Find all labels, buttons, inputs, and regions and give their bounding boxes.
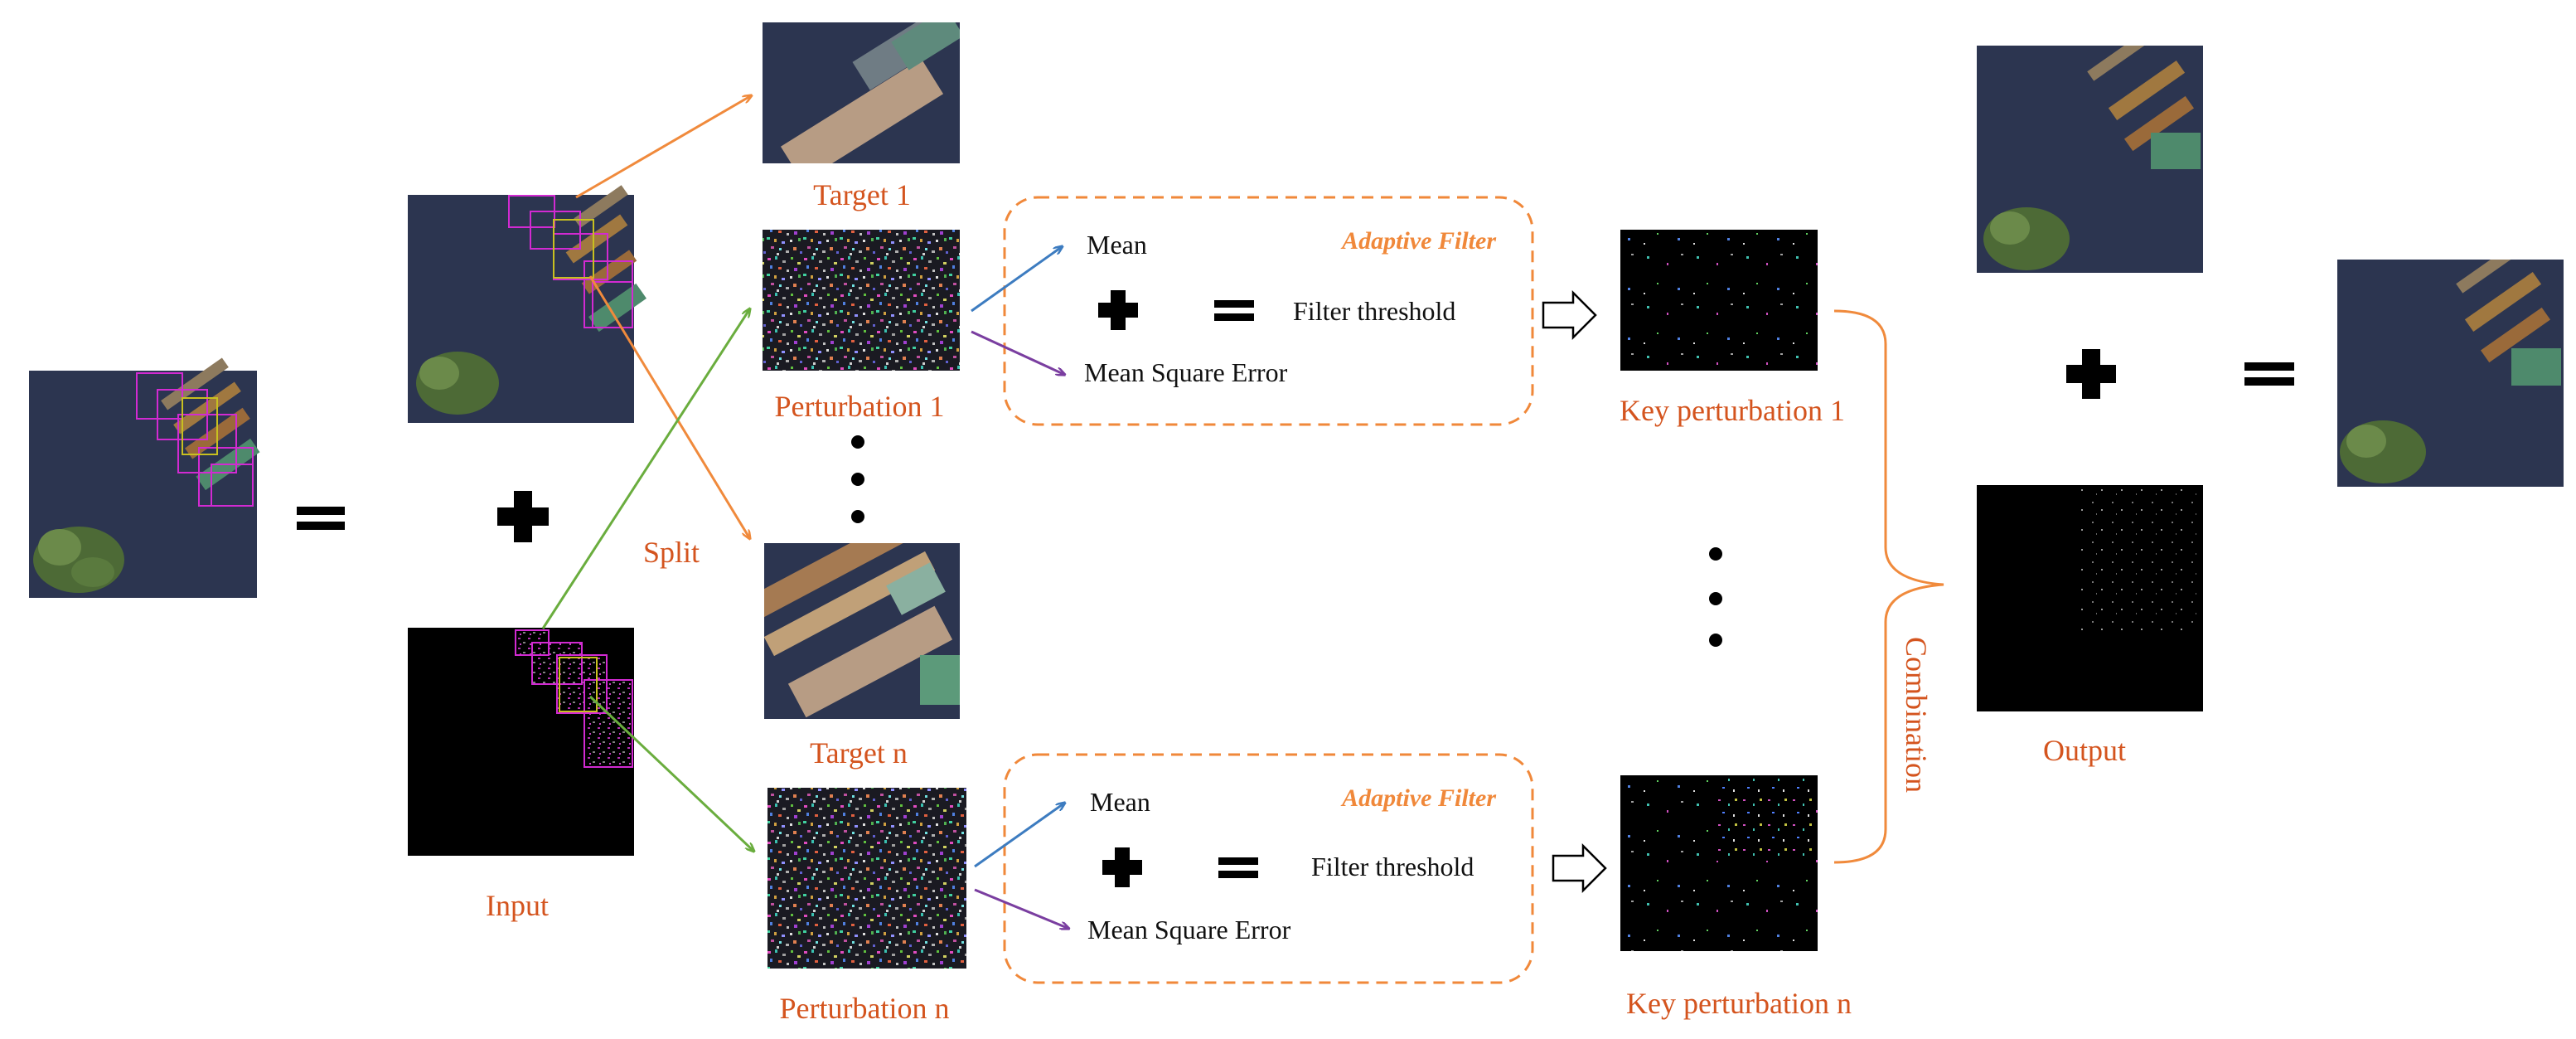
filter-bottom-threshold: Filter threshold xyxy=(1311,852,1474,881)
target-n-image xyxy=(764,543,960,719)
equals-icon xyxy=(1218,857,1258,878)
split-label: Split xyxy=(643,536,700,569)
perturbation-n-label: Perturbation n xyxy=(780,992,950,1025)
adaptive-filter-bottom-title: Adaptive Filter xyxy=(1340,784,1496,812)
filter-top-threshold: Filter threshold xyxy=(1293,296,1455,326)
adaptive-filter-top-title: Adaptive Filter xyxy=(1340,227,1496,255)
filter-bottom-mse: Mean Square Error xyxy=(1087,915,1291,944)
adaptive-filter-top: Adaptive Filter Mean Mean Square Error F… xyxy=(971,196,1534,426)
curly-brace-icon xyxy=(1833,309,1944,864)
output-image xyxy=(1977,485,2203,711)
target-1-image xyxy=(763,22,960,163)
key-perturbation-n-label: Key perturbation n xyxy=(1626,987,1852,1020)
filter-bottom-mean: Mean xyxy=(1090,787,1150,817)
equals-icon xyxy=(297,507,345,530)
hollow-arrow-icon xyxy=(1542,289,1597,341)
key-perturbation-n-image xyxy=(1620,775,1818,951)
target-1-label: Target 1 xyxy=(813,178,911,211)
equals-icon xyxy=(1214,300,1254,321)
filter-top-mean: Mean xyxy=(1087,230,1147,260)
key-perturbation-1-image xyxy=(1620,230,1818,371)
perturbation-1-image xyxy=(763,230,960,371)
tree-cluster xyxy=(33,527,124,593)
plus-icon xyxy=(1102,847,1142,887)
plus-icon xyxy=(497,491,549,542)
equals-icon xyxy=(2244,362,2294,386)
adaptive-filter-bottom: Adaptive Filter Mean Mean Square Error F… xyxy=(974,753,1534,984)
input-label: Input xyxy=(486,889,549,922)
split-arrows xyxy=(541,95,754,852)
combination-label: Combination xyxy=(1900,637,1933,793)
vertical-dots-icon xyxy=(1709,547,1722,647)
plus-icon xyxy=(1098,290,1138,330)
input-image xyxy=(408,628,634,856)
annotated-image xyxy=(408,185,646,423)
plus-icon xyxy=(2066,349,2116,399)
filter-top-mse: Mean Square Error xyxy=(1084,357,1288,387)
target-n-label: Target n xyxy=(810,736,908,770)
hollow-arrow-icon xyxy=(1552,842,1607,894)
final-result-image xyxy=(2337,260,2564,487)
perturbation-n-image xyxy=(767,788,966,969)
vertical-dots-icon xyxy=(851,435,864,523)
source-image xyxy=(29,357,260,598)
perturbation-1-label: Perturbation 1 xyxy=(775,390,945,423)
output-clean-image xyxy=(1977,46,2203,273)
output-label: Output xyxy=(2043,734,2126,767)
key-perturbation-1-label: Key perturbation 1 xyxy=(1620,394,1845,427)
